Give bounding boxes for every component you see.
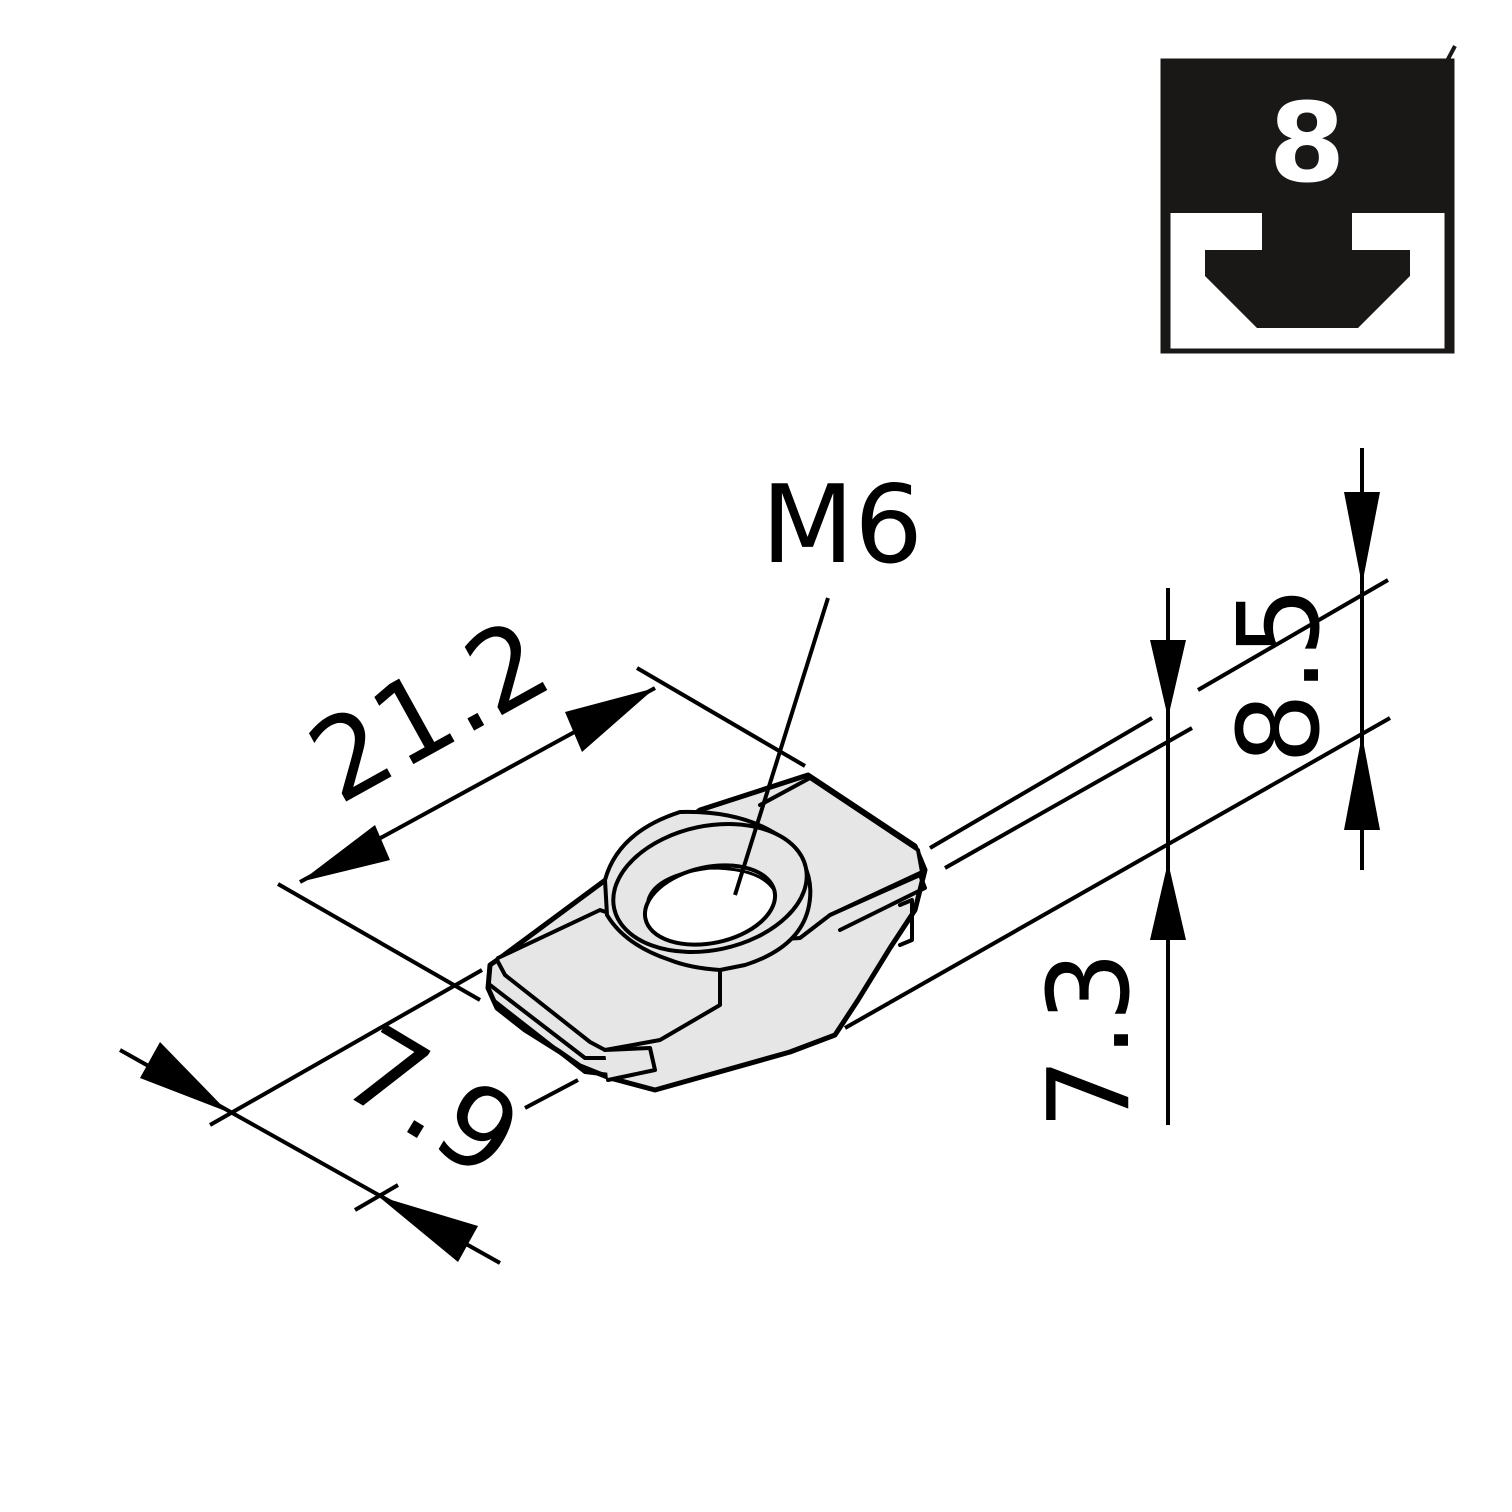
height-top-dimension: 8.5 <box>1196 448 1390 870</box>
width-extension-bottom <box>353 1183 400 1212</box>
length-arrow-right-icon <box>565 688 655 752</box>
width-arrow-top-icon <box>140 1042 228 1112</box>
width-extension-front <box>524 1078 579 1110</box>
width-arrow-bottom-icon <box>378 1196 478 1262</box>
badge-slot-size: 8 <box>1269 79 1346 207</box>
height-top-arrow-down-icon <box>1344 492 1380 585</box>
height-arrow-up-icon <box>1150 862 1186 940</box>
nut-front-tab <box>603 1046 657 1082</box>
slot-walls <box>1165 213 1450 354</box>
length-extension-right <box>635 666 807 768</box>
thread-leader-line <box>733 597 830 896</box>
height-total-dimension: 7.3 <box>844 588 1391 1129</box>
nut-back-side <box>898 898 914 947</box>
width-extension-top <box>209 968 483 1127</box>
t-slot-nut-silhouette-icon <box>1205 213 1410 328</box>
thread-callout: M6 <box>733 463 923 896</box>
height-arrow-down-icon <box>1150 640 1186 718</box>
badge-corner-tick <box>1445 45 1457 62</box>
length-extension-left <box>277 882 481 1002</box>
height-total-value: 7.3 <box>1025 951 1155 1129</box>
height-top-arrow-up-icon <box>1344 735 1380 830</box>
width-value: 7.9 <box>322 1001 542 1204</box>
length-arrow-left-icon <box>300 825 390 882</box>
length-value: 21.2 <box>289 594 570 829</box>
height-extension-top-2 <box>944 726 1193 870</box>
profile-badge: 8 <box>1160 45 1457 354</box>
height-top-value: 8.5 <box>1215 586 1345 764</box>
nut-spring-edge-1 <box>488 983 608 1060</box>
height-extension-top-1 <box>928 716 1154 850</box>
t-slot-nut-part <box>485 772 928 1093</box>
nut-back-edge <box>828 873 927 932</box>
slot-profile <box>1168 213 1447 351</box>
thread-label: M6 <box>761 463 923 588</box>
height-top-extension <box>1196 578 1390 692</box>
height-extension-bottom <box>844 716 1391 1030</box>
thread-hole-depth <box>646 866 776 902</box>
badge-dark-band <box>1163 61 1452 213</box>
nut-spring-edge-2 <box>491 998 612 1077</box>
